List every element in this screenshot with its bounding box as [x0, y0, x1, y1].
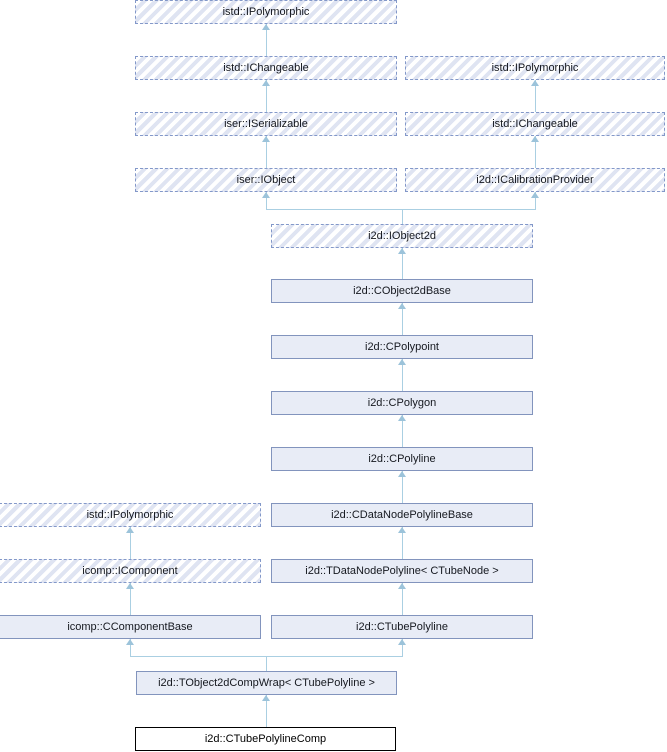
- node-i2d-cdatanodepolylinebase[interactable]: i2d::CDataNodePolylineBase: [271, 503, 533, 527]
- node-i2d-tdatanodepolyline[interactable]: i2d::TDataNodePolyline< CTubeNode >: [271, 559, 533, 583]
- arrowhead: [531, 192, 539, 198]
- arrowhead: [126, 639, 134, 645]
- inheritance-edge: [402, 527, 403, 559]
- arrowhead: [262, 192, 270, 198]
- arrowhead: [398, 248, 406, 254]
- inheritance-edge: [402, 639, 403, 656]
- node-istd-ipolymorphic-a[interactable]: istd::IPolymorphic: [135, 0, 397, 24]
- node-iser-iserializable[interactable]: iser::ISerializable: [135, 112, 397, 136]
- node-iser-iobject[interactable]: iser::IObject: [135, 168, 397, 192]
- arrowhead: [126, 527, 134, 533]
- inheritance-edge: [535, 136, 536, 168]
- arrowhead: [398, 583, 406, 589]
- inheritance-edge: [266, 192, 267, 209]
- node-istd-ichangeable-b[interactable]: istd::IChangeable: [405, 112, 665, 136]
- inheritance-edge: [266, 80, 267, 112]
- node-istd-ipolymorphic-b[interactable]: istd::IPolymorphic: [405, 56, 665, 80]
- node-i2d-ctubepolylinecomp: i2d::CTubePolylineComp: [135, 727, 396, 751]
- node-icomp-ccomponentbase[interactable]: icomp::CComponentBase: [0, 615, 261, 639]
- inheritance-edge: [535, 80, 536, 112]
- arrowhead: [398, 415, 406, 421]
- inheritance-edge: [402, 359, 403, 391]
- node-i2d-iobject2d[interactable]: i2d::IObject2d: [271, 224, 533, 248]
- node-i2d-cpolypoint[interactable]: i2d::CPolypoint: [271, 335, 533, 359]
- inheritance-edge: [266, 695, 267, 727]
- arrowhead: [398, 471, 406, 477]
- node-i2d-icalibrationprovider[interactable]: i2d::ICalibrationProvider: [405, 168, 665, 192]
- inheritance-edge: [402, 209, 403, 224]
- node-i2d-tobject2dcompwrap[interactable]: i2d::TObject2dCompWrap< CTubePolyline >: [136, 671, 397, 695]
- arrowhead: [398, 359, 406, 365]
- arrowhead: [398, 303, 406, 309]
- inheritance-edge: [130, 639, 131, 656]
- node-icomp-icomponent[interactable]: icomp::IComponent: [0, 559, 261, 583]
- inheritance-edge: [535, 192, 536, 209]
- inheritance-edge: [402, 248, 403, 279]
- arrowhead: [262, 136, 270, 142]
- inheritance-edge: [402, 583, 403, 615]
- arrowhead: [531, 136, 539, 142]
- inheritance-edge: [266, 24, 267, 56]
- arrowhead: [531, 80, 539, 86]
- arrowhead: [398, 639, 406, 645]
- node-i2d-cpolygon[interactable]: i2d::CPolygon: [271, 391, 533, 415]
- node-i2d-cpolyline[interactable]: i2d::CPolyline: [271, 447, 533, 471]
- inheritance-edge: [266, 656, 267, 671]
- inheritance-edge: [266, 209, 536, 210]
- node-i2d-ctubepolyline[interactable]: i2d::CTubePolyline: [271, 615, 533, 639]
- arrowhead: [262, 80, 270, 86]
- node-istd-ichangeable-a[interactable]: istd::IChangeable: [135, 56, 397, 80]
- arrowhead: [262, 695, 270, 701]
- inheritance-edge: [266, 136, 267, 168]
- inheritance-edge: [402, 415, 403, 447]
- arrowhead: [126, 583, 134, 589]
- inheritance-edge: [130, 527, 131, 559]
- arrowhead: [262, 24, 270, 30]
- arrowhead: [398, 527, 406, 533]
- node-i2d-cobject2dbase[interactable]: i2d::CObject2dBase: [271, 279, 533, 303]
- inheritance-edge: [130, 583, 131, 615]
- node-istd-ipolymorphic-c[interactable]: istd::IPolymorphic: [0, 503, 261, 527]
- inheritance-edge: [402, 471, 403, 503]
- inheritance-edge: [402, 303, 403, 335]
